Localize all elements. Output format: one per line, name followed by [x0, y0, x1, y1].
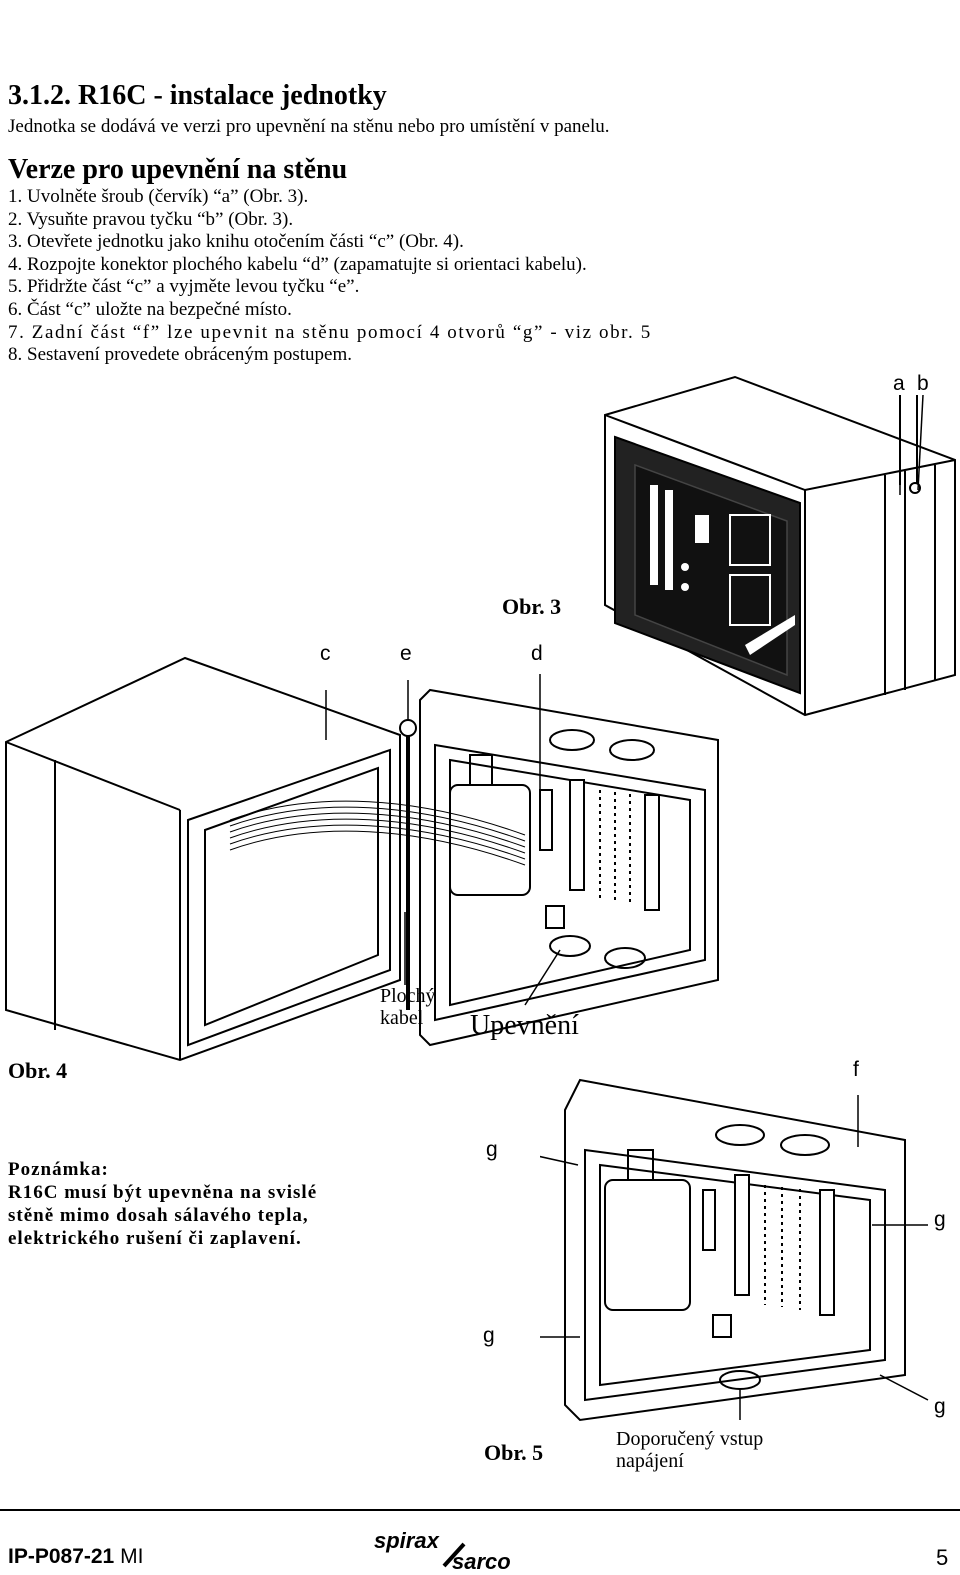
callout-g-3: g: [483, 1324, 495, 1347]
note-heading: Poznámka:: [8, 1159, 109, 1180]
footer-rule: [0, 1509, 960, 1511]
step-4: 4. Rozpojte konektor plochého kabelu “d”…: [8, 253, 587, 275]
callout-d: d: [531, 642, 543, 665]
step-5: 5. Přidržte část “c” a vyjměte levou tyč…: [8, 276, 360, 298]
callout-g-4: g: [934, 1395, 946, 1418]
logo-text-bottom: sarco: [452, 1549, 511, 1572]
caption-power-entry-line-1: Doporučený vstup: [616, 1428, 764, 1450]
figure-5-illustration: [540, 1078, 929, 1422]
document-code-suffix: MI: [120, 1545, 144, 1568]
callout-e: e: [400, 642, 412, 665]
caption-flat-cable-line-2: kabel: [380, 1007, 424, 1029]
callout-ab-leaders: [899, 395, 924, 495]
figure-3-illustration: [604, 375, 956, 717]
callout-g-2: g: [934, 1208, 946, 1231]
figure-3-label: Obr. 3: [502, 594, 562, 619]
note-line-2: stěně mimo dosah sálavého tepla,: [8, 1205, 309, 1226]
caption-power-entry-line-2: napájení: [616, 1450, 684, 1472]
note-block: Poznámka: R16C musí být upevněna na svis…: [8, 1158, 317, 1250]
spirax-sarco-logo: spirax sarco: [374, 1528, 511, 1572]
step-2: 2. Vysuňte pravou tyčku “b” (Obr. 3).: [8, 208, 294, 230]
document-code: IP-P087-21 MI: [8, 1545, 143, 1569]
section-title: 3.1.2. R16C - instalace jednotky: [8, 80, 387, 111]
section-intro: Jednotka se dodává ve verzi pro upevnění…: [8, 116, 610, 137]
step-7: 7. Zadní část “f” lze upevnit na stěnu p…: [8, 321, 652, 343]
note-line-1: R16C musí být upevněna na svislé: [8, 1182, 318, 1203]
caption-flat-cable-line-1: Plochý: [380, 985, 436, 1007]
step-6: 6. Část “c” uložte na bezpečné místo.: [8, 298, 292, 320]
document-code-main: IP-P087-21: [8, 1545, 115, 1568]
callout-c: c: [320, 642, 331, 665]
subsection-title: Verze pro upevnění na stěnu: [8, 154, 348, 185]
installation-steps: 1. Uvolněte šroub (červík) “a” (Obr. 3).…: [8, 186, 952, 367]
figure-5-label: Obr. 5: [484, 1440, 544, 1465]
logo-text-top: spirax: [374, 1528, 440, 1553]
note-line-3: elektrického rušení či zaplavení.: [8, 1228, 302, 1249]
caption-mounting: Upevnění: [470, 1010, 579, 1041]
callout-a: a: [893, 372, 905, 395]
figure-4-illustration: [5, 656, 719, 1062]
step-3: 3. Otevřete jednotku jako knihu otočením…: [8, 231, 464, 253]
step-8: 8. Sestavení provedete obráceným postupe…: [8, 344, 353, 366]
callout-g-1: g: [486, 1138, 498, 1161]
callout-f: f: [853, 1058, 859, 1081]
figure-4-label: Obr. 4: [8, 1058, 68, 1083]
step-1: 1. Uvolněte šroub (červík) “a” (Obr. 3).: [8, 186, 309, 207]
caption-flat-cable: Plochý kabel: [380, 985, 436, 1029]
page-number: 5: [936, 1545, 949, 1570]
caption-power-entry: Doporučený vstup napájení: [616, 1428, 763, 1472]
callout-b: b: [917, 372, 929, 395]
